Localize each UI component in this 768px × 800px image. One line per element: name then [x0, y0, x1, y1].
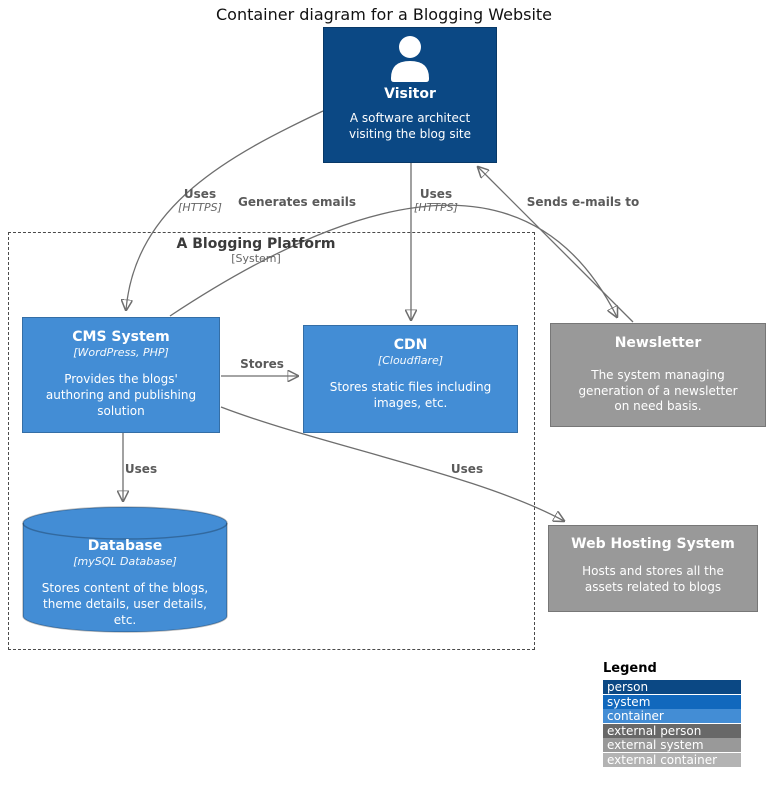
edge-cms-newsletter [169, 204, 617, 317]
legend-row-external-person: external person [603, 723, 741, 738]
edge-label-text: Uses [183, 187, 217, 201]
node-database: Database [mySQL Database] Stores content… [22, 505, 228, 633]
node-description: Stores static files including images, et… [329, 379, 492, 410]
edge-newsletter-visitor [478, 167, 634, 323]
node-visitor: Visitor A software architect visiting th… [323, 27, 497, 163]
boundary-title: A Blogging Platform [176, 236, 336, 252]
node-title: CMS System [72, 329, 170, 345]
edge-cms-webhosting [220, 406, 564, 521]
node-title: Database [87, 538, 163, 554]
legend-row-system: system [603, 694, 741, 709]
node-technology: [Cloudflare] [377, 353, 444, 367]
node-title: Web Hosting System [571, 536, 735, 552]
legend: Legend person system container external … [603, 661, 741, 767]
edge-label-text: Sends e-mails to [526, 195, 640, 209]
system-boundary-label: A Blogging Platform [System] [177, 236, 336, 265]
edge-label-cms-webhosting: Uses [450, 462, 484, 477]
edge-label-text: Uses [124, 462, 158, 476]
node-description: Stores content of the blogs, theme detai… [41, 580, 209, 627]
node-technology: [mySQL Database] [73, 554, 177, 568]
database-cylinder-icon [22, 506, 228, 633]
edge-label-visitor-cdn: Uses [HTTPS] [414, 187, 458, 214]
node-web-hosting-system: Web Hosting System Hosts and stores all … [548, 525, 758, 612]
edge-label-text: Stores [240, 357, 284, 371]
edge-label-visitor-cms: Uses [HTTPS] [178, 187, 222, 214]
node-cdn: CDN [Cloudflare] Stores static files inc… [303, 325, 518, 433]
node-description: Hosts and stores all the assets related … [582, 563, 724, 594]
legend-row-external-system: external system [603, 738, 741, 752]
edge-label-tech: [HTTPS] [414, 200, 458, 214]
diagram-title: Container diagram for a Blogging Website [216, 5, 552, 24]
system-boundary [8, 232, 535, 650]
edge-label-cms-database: Uses [124, 462, 158, 477]
node-newsletter: Newsletter The system managing generatio… [550, 323, 766, 427]
edge-label-cms-newsletter: Generates emails [238, 195, 356, 210]
edge-label-text: Uses [419, 187, 453, 201]
node-description: The system managing generation of a news… [578, 367, 738, 414]
node-technology: [WordPress, PHP] [73, 345, 169, 359]
edge-label-tech: [HTTPS] [178, 200, 222, 214]
node-title: Newsletter [614, 335, 702, 351]
edge-label-text: Generates emails [238, 195, 356, 209]
node-title: CDN [393, 337, 428, 353]
legend-title: Legend [603, 661, 657, 676]
node-description: A software architect visiting the blog s… [348, 110, 471, 141]
person-icon [391, 36, 429, 82]
edge-label-cms-cdn: Stores [240, 357, 284, 372]
edge-visitor-cms [126, 110, 324, 310]
node-cms-system: CMS System [WordPress, PHP] Provides the… [22, 317, 220, 433]
edge-label-newsletter-visitor: Sends e-mails to [526, 195, 640, 210]
boundary-subtitle: [System] [231, 252, 281, 265]
node-title: Visitor [384, 86, 436, 102]
edge-label-text: Uses [450, 462, 484, 476]
legend-row-external-container: external container [603, 752, 741, 767]
node-description: Provides the blogs' authoring and publis… [45, 371, 197, 418]
legend-row-person: person [603, 680, 741, 694]
legend-row-container: container [603, 709, 741, 723]
